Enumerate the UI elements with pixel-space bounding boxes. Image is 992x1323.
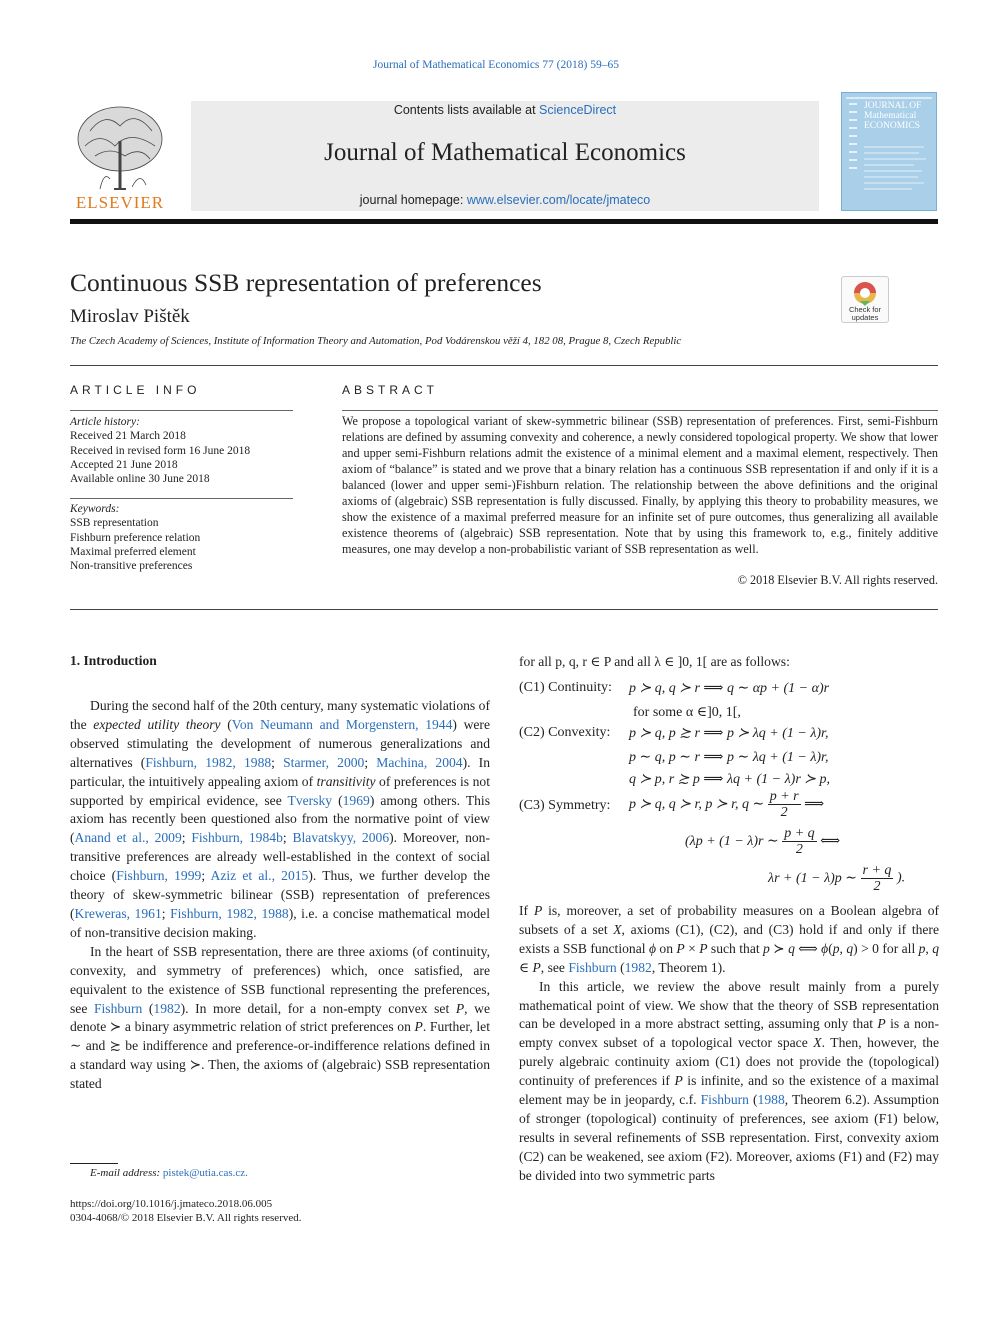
axiom-c2-formula-1: p ≻ q, p ≿ r ⟹ p ≻ λq + (1 − λ)r, bbox=[629, 726, 829, 741]
journal-title: Journal of Mathematical Economics bbox=[324, 139, 686, 166]
homepage-line: journal homepage: www.elsevier.com/locat… bbox=[191, 193, 819, 207]
journal-header-band: Contents lists available at ScienceDirec… bbox=[191, 101, 819, 211]
intro-paragraph-2: In the heart of SSB representation, ther… bbox=[70, 943, 490, 1092]
keyword-item: SSB representation bbox=[70, 517, 159, 530]
keyword-item: Maximal preferred element bbox=[70, 545, 196, 558]
contents-line: Contents lists available at ScienceDirec… bbox=[191, 103, 819, 117]
c3-line2-premise: (λp + (1 − λ)r ∼ bbox=[685, 834, 779, 849]
affiliation: The Czech Academy of Sciences, Institute… bbox=[70, 335, 682, 347]
keywords-rule bbox=[70, 498, 293, 499]
c3-frac1-denominator: 2 bbox=[780, 805, 788, 820]
c3-end: ). bbox=[896, 870, 906, 886]
header-rule bbox=[70, 219, 938, 224]
abstract-bottom-rule bbox=[70, 609, 938, 610]
footnote-rule bbox=[70, 1163, 118, 1164]
article-info-rule bbox=[70, 410, 293, 411]
axiom-c2-formula-3: q ≻ p, r ≿ p ⟹ λq + (1 − λ)r ≻ p, bbox=[629, 772, 831, 787]
abstract-copyright: © 2018 Elsevier B.V. All rights reserved… bbox=[737, 573, 938, 587]
axioms-lead: for all p, q, r ∈ P and all λ ∈ ]0, 1[ a… bbox=[519, 654, 790, 669]
footnote-email: E-mail address: pistek@utia.cas.cz. bbox=[90, 1167, 248, 1179]
homepage-prefix: journal homepage: bbox=[359, 193, 467, 207]
paper-title: Continuous SSB representation of prefere… bbox=[70, 268, 542, 297]
title-rule bbox=[70, 365, 938, 366]
c3-frac3-numerator: r + q bbox=[860, 863, 894, 879]
abstract-text: We propose a topological variant of skew… bbox=[342, 414, 938, 556]
history-revised: Received in revised form 16 June 2018 bbox=[70, 444, 251, 457]
c3-iff: ⟺ bbox=[820, 834, 841, 849]
abstract-rule bbox=[342, 410, 938, 411]
axiom-c3-label: (C3) Symmetry: bbox=[519, 798, 611, 813]
c3-frac3-denominator: 2 bbox=[873, 879, 881, 894]
elsevier-logo: ELSEVIER bbox=[70, 101, 170, 212]
author-name[interactable]: Miroslav Pištěk bbox=[70, 306, 190, 327]
check-updates-icon bbox=[854, 282, 876, 306]
cover-toc-lines bbox=[864, 143, 930, 203]
axiom-c1-formula: p ≻ q, q ≻ r ⟹ q ∼ αp + (1 − α)r bbox=[629, 681, 830, 696]
keyword-item: Non-transitive preferences bbox=[70, 560, 193, 573]
intro-body-left: During the second half of the 20th centu… bbox=[70, 697, 490, 1094]
issn-line: 0304-4068/© 2018 Elsevier B.V. All right… bbox=[70, 1212, 302, 1224]
sciencedirect-link[interactable]: ScienceDirect bbox=[539, 103, 617, 117]
c3-premise: p ≻ q, q ≻ r, p ≻ r, q ∼ bbox=[629, 797, 765, 812]
contents-prefix: Contents lists available at bbox=[393, 103, 540, 117]
doi-link[interactable]: https://doi.org/10.1016/j.jmateco.2018.0… bbox=[70, 1198, 273, 1210]
elsevier-tree-icon bbox=[77, 106, 163, 190]
homepage-link[interactable]: www.elsevier.com/locate/jmateco bbox=[466, 193, 651, 207]
check-for-updates-button[interactable]: Check for updates bbox=[841, 276, 889, 323]
keywords: Keywords: SSB representation Fishburn pr… bbox=[70, 502, 300, 573]
c3-frac1-numerator: p + r bbox=[767, 789, 801, 805]
check-updates-label: Check for updates bbox=[848, 305, 882, 322]
intro-paragraph-1: During the second half of the 20th centu… bbox=[70, 698, 491, 940]
history-online: Available online 30 June 2018 bbox=[70, 473, 210, 486]
c3-frac2-numerator: p + q bbox=[782, 826, 817, 842]
article-info-heading: ARTICLE INFO bbox=[70, 383, 201, 397]
history-received: Received 21 March 2018 bbox=[70, 430, 186, 443]
intro-paragraph-4: In this article, we review the above res… bbox=[519, 978, 939, 1183]
article-history: Article history: Received 21 March 2018 … bbox=[70, 415, 300, 486]
abstract-heading: ABSTRACT bbox=[342, 383, 439, 397]
cover-title: JOURNAL OF Mathematical ECONOMICS bbox=[864, 101, 922, 131]
email-link[interactable]: pistek@utia.cas.cz. bbox=[162, 1167, 248, 1179]
journal-reference[interactable]: Journal of Mathematical Economics 77 (20… bbox=[373, 59, 619, 71]
axiom-c2-label: (C2) Convexity: bbox=[519, 725, 611, 740]
elsevier-wordmark: ELSEVIER bbox=[75, 193, 165, 212]
section-heading-introduction: 1. Introduction bbox=[70, 653, 157, 668]
axiom-c1-condition: for some α ∈]0, 1[, bbox=[633, 705, 741, 720]
axiom-c2-formula-2: p ∼ q, p ∼ r ⟹ p ∼ λq + (1 − λ)r, bbox=[629, 750, 829, 765]
c3-implies: ⟹ bbox=[804, 797, 825, 812]
email-label: E-mail address: bbox=[90, 1167, 161, 1179]
keywords-label: Keywords: bbox=[70, 503, 120, 515]
history-accepted: Accepted 21 June 2018 bbox=[70, 458, 178, 471]
c3-line3-premise: λr + (1 − λ)p ∼ bbox=[768, 871, 858, 886]
keyword-item: Fishburn preference relation bbox=[70, 531, 201, 544]
history-label: Article history: bbox=[70, 416, 140, 428]
axiom-c1-label: (C1) Continuity: bbox=[519, 680, 612, 695]
cover-sidebar bbox=[847, 103, 859, 203]
intro-body-right: If P is, moreover, a set of probability … bbox=[519, 902, 939, 1186]
c3-frac2-denominator: 2 bbox=[795, 842, 803, 857]
intro-paragraph-3: If P is, moreover, a set of probability … bbox=[519, 903, 940, 975]
journal-cover-thumbnail[interactable]: JOURNAL OF Mathematical ECONOMICS bbox=[841, 92, 937, 211]
